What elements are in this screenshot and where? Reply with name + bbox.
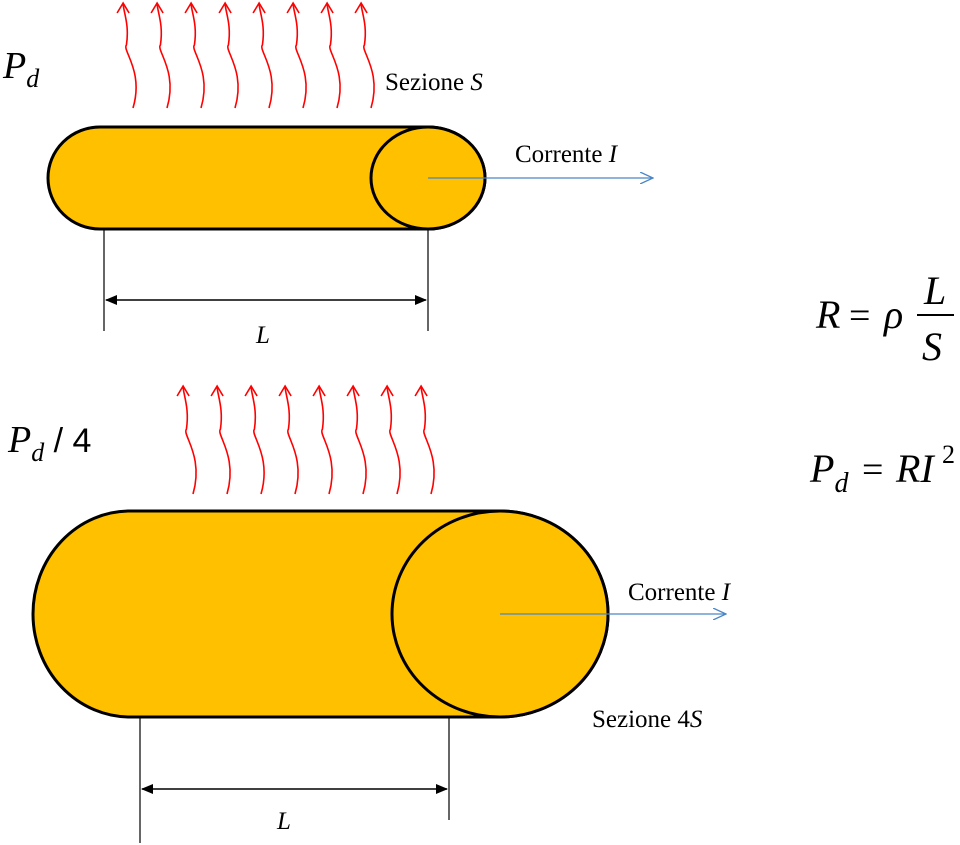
bottom-heat-wave-arrowhead: [380, 384, 394, 397]
top-power-label: Pd: [2, 45, 40, 93]
resistance-lhs: R: [815, 292, 840, 337]
top-section-var: S: [470, 69, 483, 96]
top-current-prefix: Corrente: [515, 141, 609, 168]
top-heat-wave-arrowhead: [286, 1, 300, 14]
bottom-heat-wave: [216, 385, 231, 495]
power-lhs-subscript: d: [834, 468, 849, 499]
top-section-prefix: Sezione: [385, 69, 470, 96]
resistance-formula: R = ρ L S: [815, 268, 954, 369]
top-heat-wave: [326, 2, 341, 109]
bottom-heat-wave-arrowhead: [414, 384, 428, 397]
bottom-heat-wave: [250, 385, 265, 495]
top-section-label: Sezione S: [385, 69, 483, 96]
power-lhs: Pd: [809, 446, 849, 499]
bottom-heat-wave: [284, 385, 299, 495]
top-heat-wave: [292, 2, 307, 109]
bottom-heat-waves: [176, 384, 435, 495]
bottom-heat-wave-arrowhead: [312, 384, 326, 397]
power-equals: =: [862, 449, 883, 491]
bottom-heat-wave-arrowhead: [346, 384, 360, 397]
bottom-heat-wave-arrowhead: [210, 384, 224, 397]
top-heat-wave-arrowhead: [116, 1, 130, 14]
bottom-heat-wave: [352, 385, 367, 495]
bottom-heat-wave-arrowhead: [176, 384, 190, 397]
top-heat-waves: [116, 1, 375, 109]
bottom-current-prefix: Corrente: [628, 579, 722, 606]
top-heat-wave: [122, 2, 137, 109]
bottom-heat-wave-arrowhead: [278, 384, 292, 397]
bottom-heat-wave-arrowhead: [244, 384, 258, 397]
top-heat-wave: [258, 2, 273, 109]
top-heat-wave-arrowhead: [320, 1, 334, 14]
top-heat-wave-arrowhead: [184, 1, 198, 14]
bottom-power-subscript: d: [31, 438, 45, 467]
resistance-numerator: L: [923, 268, 946, 313]
bottom-power-label: Pd / 4: [7, 419, 91, 467]
bottom-power-suffix: / 4: [44, 422, 91, 460]
top-heat-wave: [224, 2, 239, 109]
resistance-equals: =: [849, 295, 870, 337]
power-exponent: 2: [942, 440, 955, 469]
bottom-section-label: Sezione 4S: [592, 706, 703, 733]
top-heat-wave: [190, 2, 205, 109]
bottom-length-label: L: [276, 808, 291, 835]
power-rhs: RI: [895, 446, 935, 491]
bottom-current-var: I: [721, 579, 732, 606]
bottom-heat-wave: [420, 385, 435, 495]
top-heat-wave: [156, 2, 171, 109]
bottom-section-var: S: [690, 706, 703, 733]
bottom-heat-wave: [318, 385, 333, 495]
top-wire: Pd Sezione S Corrente I L: [2, 1, 653, 349]
bottom-power-symbol: P: [7, 419, 31, 461]
top-power-subscript: d: [26, 64, 40, 93]
bottom-current-label: Corrente I: [628, 579, 732, 606]
bottom-section-prefix: Sezione 4: [592, 706, 690, 733]
top-heat-wave-arrowhead: [218, 1, 232, 14]
bottom-heat-wave: [386, 385, 401, 495]
bottom-heat-wave: [182, 385, 197, 495]
bottom-wire: Pd / 4 Corrente I Sezione 4S L: [7, 384, 732, 843]
top-power-symbol: P: [2, 45, 26, 87]
resistance-rho: ρ: [882, 292, 903, 337]
top-current-label: Corrente I: [515, 141, 619, 168]
top-heat-wave-arrowhead: [354, 1, 368, 14]
top-heat-wave: [360, 2, 375, 109]
top-current-var: I: [608, 141, 619, 168]
resistance-denominator: S: [922, 324, 942, 369]
top-heat-wave-arrowhead: [252, 1, 266, 14]
top-length-label: L: [255, 322, 270, 349]
power-formula: Pd = RI 2: [809, 440, 955, 499]
top-heat-wave-arrowhead: [150, 1, 164, 14]
power-lhs-symbol: P: [809, 446, 834, 491]
